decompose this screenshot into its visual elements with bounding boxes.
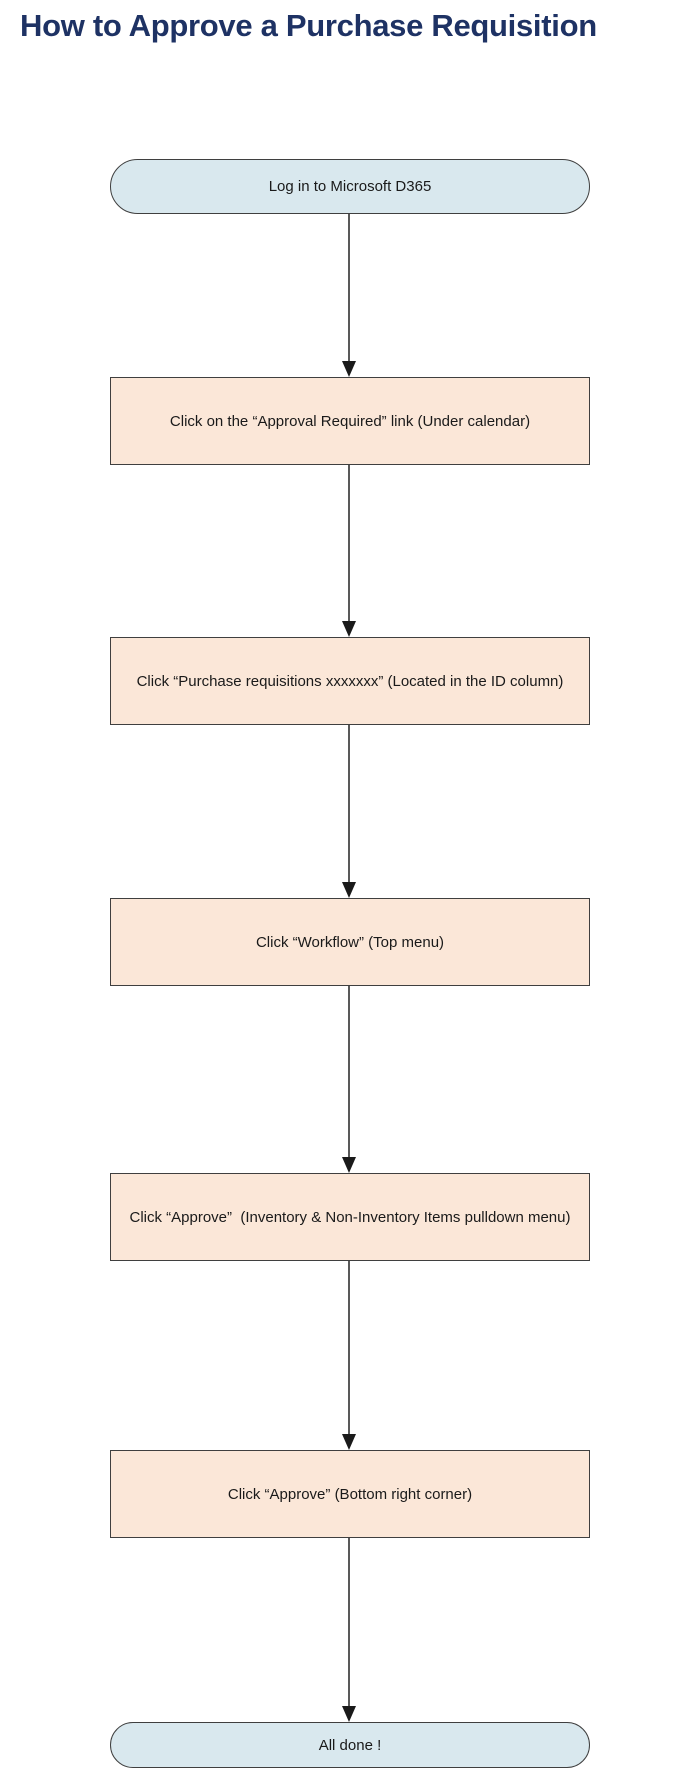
flow-node-label: Log in to Microsoft D365	[268, 178, 432, 195]
flow-arrow-3	[348, 725, 350, 882]
flow-node-label: Click “Workflow” (Top menu)	[255, 933, 445, 951]
flow-arrow-4	[348, 986, 350, 1157]
arrowhead-icon	[342, 361, 356, 377]
flow-arrow-2	[348, 465, 350, 621]
flow-node-step-4: Click “Approve” (Inventory & Non-Invento…	[110, 1173, 590, 1261]
flow-node-label: Click on the “Approval Required” link (U…	[169, 412, 531, 430]
arrowhead-icon	[342, 621, 356, 637]
flow-node-step-1: Click on the “Approval Required” link (U…	[110, 377, 590, 465]
arrowhead-icon	[342, 1706, 356, 1722]
arrowhead-icon	[342, 1157, 356, 1173]
flow-node-step-2: Click “Purchase requisitions xxxxxxx” (L…	[110, 637, 590, 725]
flow-node-label: All done !	[318, 1736, 382, 1754]
arrowhead-icon	[342, 1434, 356, 1450]
page-title: How to Approve a Purchase Requisition	[20, 8, 597, 43]
arrowhead-icon	[342, 882, 356, 898]
flow-node-step-3: Click “Workflow” (Top menu)	[110, 898, 590, 986]
flow-arrow-6	[348, 1538, 350, 1706]
flow-node-step-5: Click “Approve” (Bottom right corner)	[110, 1450, 590, 1538]
flow-node-end: All done !	[110, 1722, 590, 1768]
flow-arrow-1	[348, 214, 350, 361]
flow-node-start: Log in to Microsoft D365	[110, 159, 590, 214]
flow-node-label: Click “Approve” (Inventory & Non-Invento…	[129, 1208, 571, 1226]
flow-node-label: Click “Purchase requisitions xxxxxxx” (L…	[136, 672, 564, 690]
flow-arrow-5	[348, 1261, 350, 1434]
flow-node-label: Click “Approve” (Bottom right corner)	[227, 1485, 473, 1503]
